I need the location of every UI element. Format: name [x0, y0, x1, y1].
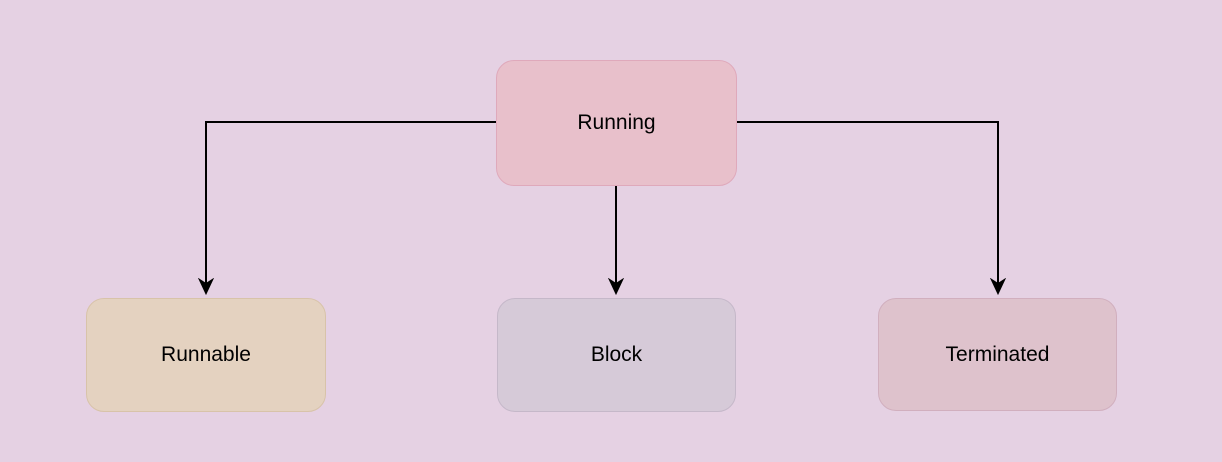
node-block-label: Block [590, 343, 643, 366]
edge-running-to-runnable [206, 121, 496, 293]
edge-running-to-terminated [737, 121, 998, 293]
node-runnable-label: Runnable [161, 343, 251, 366]
node-runnable: Runnable [86, 298, 326, 412]
node-running-label: Running [577, 111, 656, 134]
node-terminated-label: Terminated [945, 342, 1050, 366]
node-running: Running [496, 60, 737, 186]
node-block: Block [497, 298, 736, 412]
node-terminated: Terminated [878, 298, 1117, 411]
